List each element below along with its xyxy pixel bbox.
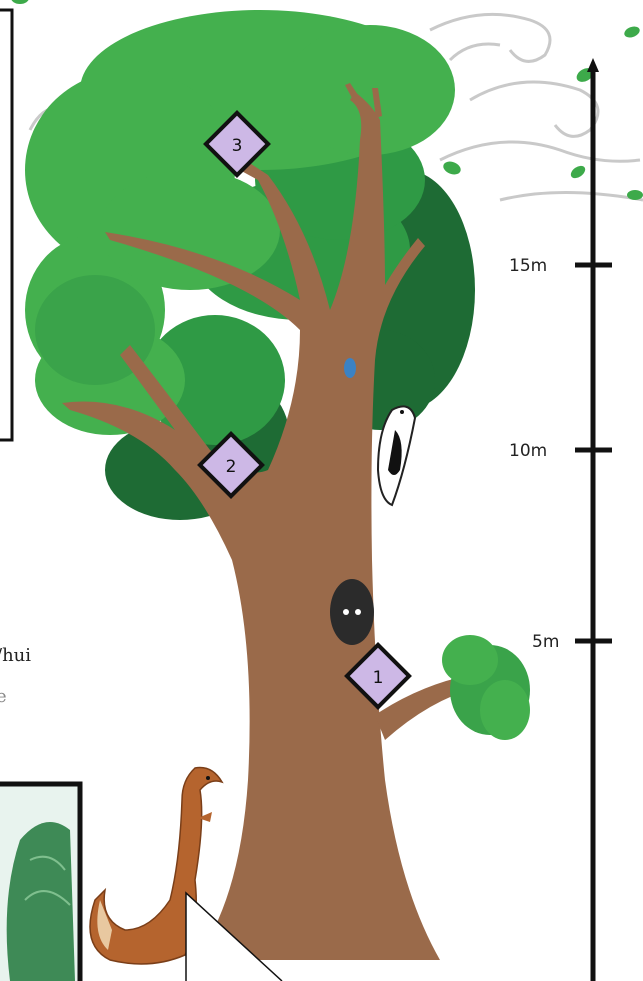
tick-label-5m: 5m — [532, 632, 559, 652]
tree-hollow-with-eyes — [330, 579, 374, 645]
marker-3-label: 3 — [232, 136, 243, 156]
marker-2-label: 2 — [226, 457, 237, 477]
small-tree-crown — [442, 635, 530, 740]
tick-label-15m: 15m — [509, 256, 547, 276]
tick-label-10m: 10m — [509, 441, 547, 461]
top-left-panel-frame — [0, 10, 12, 440]
blue-bird-icon — [344, 358, 356, 378]
bottom-left-panel — [0, 784, 80, 981]
marker-1-label: 1 — [373, 668, 384, 688]
height-scale-arrow — [587, 58, 599, 72]
